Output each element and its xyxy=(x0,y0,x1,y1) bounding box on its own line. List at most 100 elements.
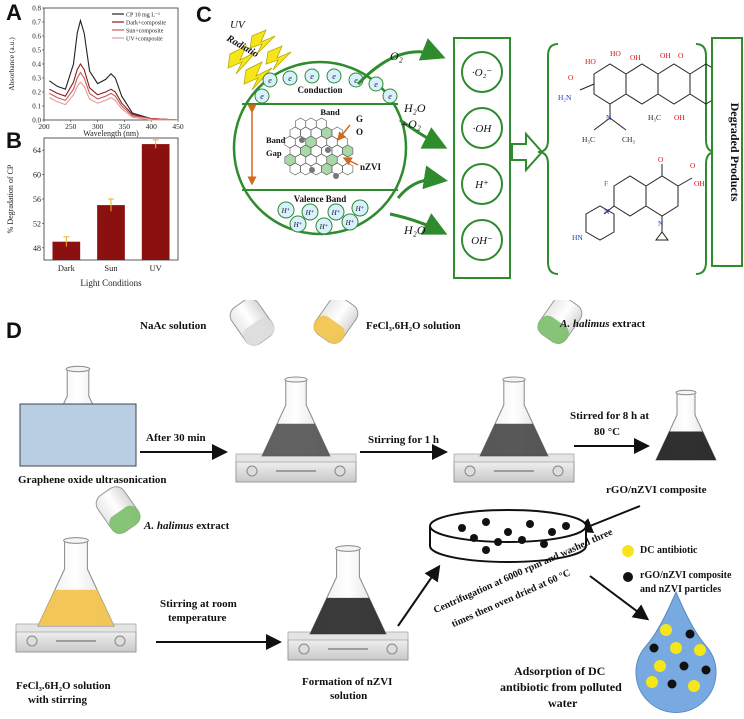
dish-particle xyxy=(494,538,502,546)
absorbance-xtick-label: 400 xyxy=(146,122,158,131)
adsorption-label-3: water xyxy=(548,696,578,710)
fecl3-label: FeCl₃.6H₂O solution xyxy=(366,320,461,332)
absorbance-xlabel: Wavelength (nm) xyxy=(83,129,139,138)
conduction-band-label: Conduction xyxy=(297,85,342,95)
stir-plate-3 xyxy=(15,623,137,653)
o2-arrow xyxy=(356,38,446,86)
extract-word-bottom: extract xyxy=(193,520,230,532)
absorbance-ytick-label: 0.0 xyxy=(32,117,41,125)
electron-symbol: e xyxy=(354,76,358,85)
band-gap-label-1: Band xyxy=(266,135,286,145)
species-label: ·O₂⁻ xyxy=(472,67,493,79)
absorbance-ylabel: Absorbance (a.u.) xyxy=(7,37,16,91)
panel-a-letter: A xyxy=(6,0,22,25)
beaker-naac xyxy=(229,300,275,347)
mol1-n: N xyxy=(606,113,612,122)
mol1-o1: O xyxy=(568,73,574,82)
absorbance-ytick-label: 0.4 xyxy=(32,61,41,69)
h2o-arrow xyxy=(396,165,448,199)
hole-group: H⁺H⁺H⁺H⁺H⁺H⁺H⁺ xyxy=(277,199,369,235)
bar-ytick-label: 48 xyxy=(33,244,41,253)
bar-ytick-label: 56 xyxy=(33,195,41,204)
naac-label: NaAc solution xyxy=(140,320,207,332)
extract-species-bottom: A. halimus xyxy=(144,520,194,532)
nzvi-formation-label-2: solution xyxy=(330,690,368,702)
mol2-hn: HN xyxy=(572,233,583,242)
mol2-n1: N xyxy=(658,219,664,228)
h2o-o2-arrow xyxy=(399,118,448,149)
ciprofloxacin-structure xyxy=(585,164,693,241)
bar-xtick-label: Sun xyxy=(104,263,118,273)
mol1-oh1: OH xyxy=(630,53,641,62)
electron-symbol: e xyxy=(374,80,378,89)
absorbance-series-line xyxy=(49,18,179,121)
hole-circle xyxy=(289,215,307,233)
bar-xtick-label: Dark xyxy=(58,263,76,273)
beaker-extract-bottom xyxy=(95,486,141,535)
composite-particle-dot xyxy=(701,665,711,675)
nzvi-label: nZVI xyxy=(360,162,382,172)
legend-composite-dot xyxy=(623,572,633,582)
stir-plate-1 xyxy=(235,453,357,483)
species-label: H⁺ xyxy=(474,179,489,191)
hole-symbol: H⁺ xyxy=(281,207,291,215)
electron-symbol: e xyxy=(288,74,292,83)
extract-label-top: A. halimus extract xyxy=(560,318,645,330)
dish-particle xyxy=(540,540,548,548)
stirring-room-label-1: Stirring at room xyxy=(160,598,237,610)
graphene-oxide-label: Graphene oxide ultrasonication xyxy=(18,474,167,486)
degraded-products-label: Degraded Products xyxy=(728,103,742,202)
species-circle xyxy=(461,51,503,93)
electron-symbol: e xyxy=(332,72,336,81)
fecl3-stir-label-2: with stirring xyxy=(28,694,87,706)
dish-particle xyxy=(482,546,490,554)
dish-particle xyxy=(482,518,490,526)
o2-label: O₂ xyxy=(390,49,403,63)
absorbance-ytick-label: 0.5 xyxy=(32,47,41,55)
bar-xtick-label: UV xyxy=(150,263,163,273)
degraded-products-box xyxy=(711,37,743,267)
uv-label: UV xyxy=(230,19,246,31)
mol1-h2n: H₂N xyxy=(558,93,572,102)
bar-ytick-label: 64 xyxy=(33,146,41,155)
bar-sun xyxy=(97,205,125,260)
mol1-h3c2: H₃C xyxy=(648,113,661,122)
mol1-ho1: HO xyxy=(585,57,596,66)
nzvi-particle xyxy=(309,167,315,173)
hole-circle xyxy=(327,203,345,221)
graphene-hex xyxy=(321,162,333,176)
hole-symbol: H⁺ xyxy=(331,209,341,217)
absorbance-legend-label: Dark+composite xyxy=(126,21,166,27)
species-label: ·OH xyxy=(473,123,493,135)
electron-symbol: e xyxy=(388,92,392,101)
absorbance-ytick-label: 0.3 xyxy=(32,75,41,83)
species-circle xyxy=(461,163,503,205)
nzvi-particle xyxy=(299,137,305,143)
fecl3-stir-label-1: FeCl₃.6H₂O solution xyxy=(16,680,111,692)
ultrasonic-bath xyxy=(19,403,137,467)
legend-dc-label: DC antibiotic xyxy=(640,545,698,556)
mol2-oh: OH xyxy=(694,179,705,188)
absorbance-ytick-label: 0.7 xyxy=(32,19,41,27)
electron-circle xyxy=(326,68,342,84)
graphene-sheet xyxy=(284,117,354,179)
hole-symbol: H⁺ xyxy=(293,221,303,229)
species-circle xyxy=(461,219,503,261)
absorbance-ytick-label: 0.8 xyxy=(32,5,41,13)
electron-circle xyxy=(262,72,278,88)
band-gap-label-2: Gap xyxy=(266,148,282,158)
composite-particle-dot xyxy=(667,679,677,689)
panel-d-letter: D xyxy=(6,318,22,343)
hole-circle xyxy=(277,201,295,219)
mol2-o1: O xyxy=(658,155,664,164)
graphene-hex xyxy=(342,162,354,176)
dish-particle xyxy=(526,520,534,528)
panel-c-letter: C xyxy=(196,2,212,27)
legend-dc-dot xyxy=(622,545,634,557)
after-30min-label: After 30 min xyxy=(146,432,206,444)
dc-antibiotic-dot xyxy=(688,680,700,692)
stirred-8h-label-2: 80 °C xyxy=(594,426,621,438)
products-brace-left xyxy=(537,43,559,275)
composite-label: rGO/nZVI composite xyxy=(606,484,707,496)
